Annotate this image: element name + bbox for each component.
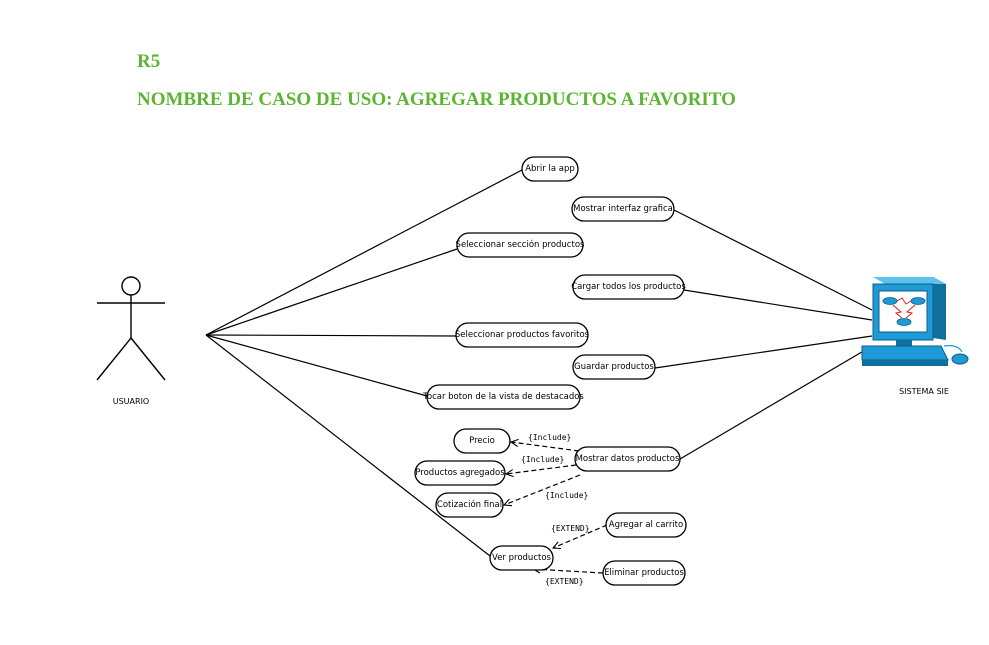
uc-cargar-productos[interactable]: [572, 274, 685, 300]
uc-agregar-carrito-label: Agregar al carrito: [609, 520, 683, 530]
user-actor-label: USUARIO: [113, 397, 149, 406]
uc-tocar-boton-label: Tocar boton de la vista de destacados: [422, 392, 584, 402]
uc-mostrar-datos-label: Mostrar datos productos: [576, 454, 680, 464]
include-precio-label: {Include}: [528, 433, 571, 442]
uc-mostrar-interfaz[interactable]: [571, 196, 675, 222]
requirement-code: R5: [137, 51, 161, 72]
uc-ver-productos-label: Ver productos: [492, 553, 551, 563]
assoc-seleccionar-favoritos: [205, 334, 457, 337]
uc-guardar-productos-label: Guardar productos: [574, 362, 654, 372]
uc-seleccionar-seccion[interactable]: [456, 232, 584, 258]
uc-ver-productos[interactable]: [489, 545, 554, 571]
uc-seleccionar-favoritos-label: Seleccionar productos favoritos: [455, 330, 590, 340]
uc-mostrar-datos[interactable]: [574, 446, 681, 472]
assoc-mostrar-interfaz: [673, 209, 873, 311]
system-actor-label: SISTEMA SIE: [899, 387, 949, 396]
uc-seleccionar-seccion-label: Seleccionar sección productos: [456, 239, 585, 250]
assoc-ver-productos: [205, 334, 491, 557]
system-actor-icon: [861, 277, 969, 366]
include-cotizacion-label: {Include}: [545, 491, 588, 500]
use-case-labels: Abrir la app Mostrar interfaz grafica Se…: [415, 164, 686, 578]
uc-cotizacion-final[interactable]: [435, 492, 504, 518]
assoc-guardar-productos: [654, 335, 873, 369]
uc-cotizacion-final-label: Cotización final: [437, 499, 502, 510]
uc-precio[interactable]: [453, 428, 511, 454]
uc-abrir-app[interactable]: [521, 156, 579, 182]
uc-tocar-boton[interactable]: [426, 384, 581, 410]
uc-precio-label: Precio: [469, 436, 495, 446]
uc-productos-agregados[interactable]: [414, 460, 506, 486]
extend-agregar-arrow: [553, 524, 608, 548]
assoc-tocar-boton: [205, 334, 428, 397]
use-cases: [414, 156, 687, 586]
uc-cargar-productos-label: Cargar todos los productos: [571, 282, 686, 292]
extend-agregar-label: {EXTEND}: [551, 524, 590, 533]
extend-eliminar-label: {EXTEND}: [545, 577, 584, 586]
assoc-abrir-app: [205, 169, 523, 336]
uc-agregar-carrito[interactable]: [605, 512, 687, 538]
uc-seleccionar-favoritos[interactable]: [455, 322, 589, 348]
include-cotizacion-arrow: [504, 474, 581, 505]
assoc-mostrar-datos: [679, 345, 873, 460]
assoc-seleccionar-seccion: [205, 248, 458, 336]
user-associations: [205, 169, 523, 557]
uc-eliminar-productos-label: Eliminar productos: [604, 568, 684, 578]
use-case-title: NOMBRE DE CASO DE USO: AGREGAR PRODUCTOS…: [137, 89, 736, 110]
uc-guardar-productos[interactable]: [572, 354, 656, 380]
include-agregados-label: {Include}: [521, 455, 564, 464]
system-associations: [654, 209, 873, 460]
include-precio-arrow: [511, 442, 580, 452]
uc-eliminar-productos[interactable]: [602, 560, 686, 586]
uc-productos-agregados-label: Productos agregados: [415, 468, 505, 478]
uc-abrir-app-label: Abrir la app: [525, 164, 575, 174]
assoc-cargar-productos: [683, 289, 873, 321]
user-actor-icon: [96, 276, 166, 381]
include-agregados-arrow: [506, 464, 577, 474]
uc-mostrar-interfaz-label: Mostrar interfaz grafica: [573, 204, 673, 214]
